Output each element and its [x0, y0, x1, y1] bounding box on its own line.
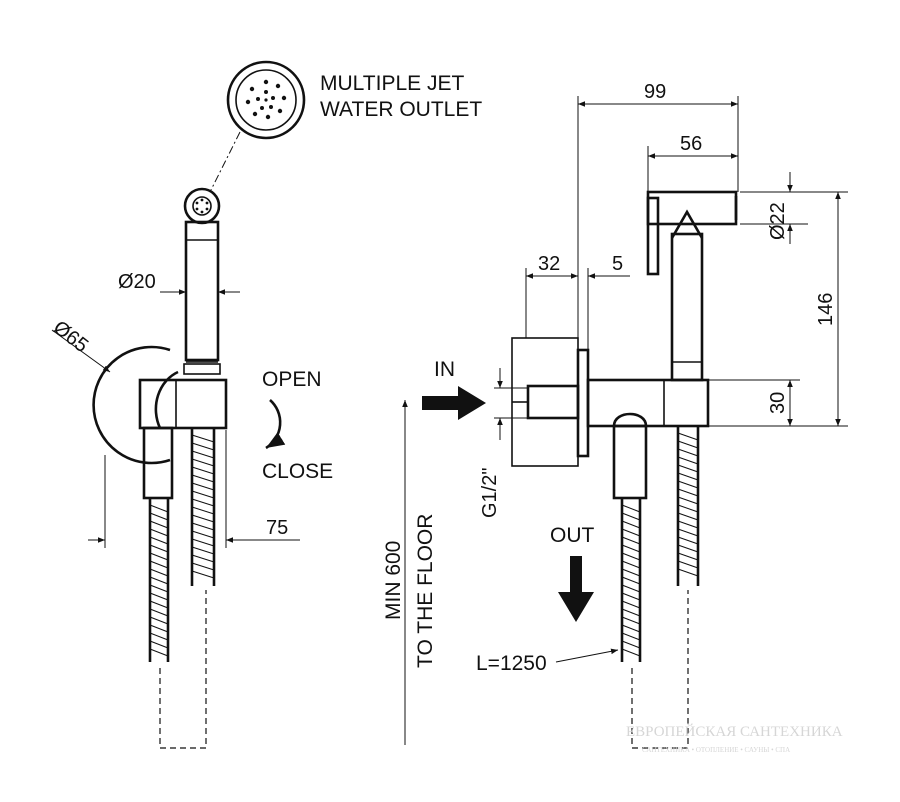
dim-diameter-20: Ø20 — [118, 271, 156, 293]
valve-body — [586, 378, 710, 428]
spray-head — [183, 187, 221, 375]
hoses-front — [142, 426, 216, 749]
dim-diameter-65: Ø65 — [49, 317, 92, 358]
dim-width-99: 99 — [644, 81, 666, 103]
dim-width-56: 56 — [680, 133, 702, 155]
hose-length-label: L=1250 — [476, 652, 547, 675]
detail-leader — [209, 131, 241, 193]
outlet-detail-icon — [226, 60, 306, 140]
rotate-arrow-icon — [265, 399, 286, 450]
out-arrow-icon — [558, 556, 594, 622]
in-arrow-icon — [422, 386, 486, 420]
dim-width-75: 75 — [266, 517, 288, 539]
in-label: IN — [434, 358, 455, 381]
open-label: OPEN — [262, 368, 322, 391]
side-view: IN OUT L=1250 MIN 600 TO THE FLOOR — [382, 81, 848, 749]
dim-diameter-22: Ø22 — [767, 202, 789, 240]
floor-label-line1: MIN 600 — [382, 541, 405, 620]
close-label: CLOSE — [262, 460, 333, 483]
watermark-line2: САНТЕХНИКА • ОТОПЛЕНИЕ • САУНЫ • СПА — [642, 746, 790, 754]
dim-height-146: 146 — [815, 293, 837, 326]
dim-width-5: 5 — [612, 253, 623, 275]
out-label: OUT — [550, 524, 595, 547]
outlet-label-line1: MULTIPLE JET — [320, 72, 464, 95]
outlet-label-line2: WATER OUTLET — [320, 98, 482, 121]
floor-label-line2: TO THE FLOOR — [414, 514, 437, 668]
dim-width-32: 32 — [538, 253, 560, 275]
wall-rosette — [92, 345, 228, 465]
front-view: MULTIPLE JET WATER OUTLET Ø20 — [49, 60, 482, 749]
watermark-line1: ЕВРОПЕЙСКАЯ САНТЕХНИКА — [626, 723, 843, 740]
thread-label: G1/2" — [479, 468, 501, 518]
dim-height-30: 30 — [767, 392, 789, 414]
handset-stem — [670, 232, 704, 382]
